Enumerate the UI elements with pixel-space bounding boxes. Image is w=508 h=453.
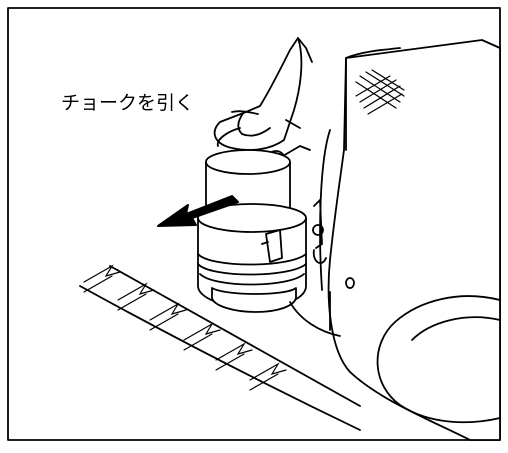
bolt-hole bbox=[345, 277, 355, 289]
hand bbox=[213, 37, 313, 151]
base-deck bbox=[79, 265, 361, 431]
choke-callout-label: チョークを引く bbox=[60, 92, 196, 114]
blade-teeth bbox=[83, 264, 287, 391]
pull-direction-arrow bbox=[157, 195, 239, 227]
callout-leader bbox=[231, 110, 259, 115]
vent-hatch bbox=[355, 69, 405, 115]
fuel-valve bbox=[312, 199, 327, 264]
engine-body bbox=[319, 39, 501, 441]
air-cleaner bbox=[197, 149, 307, 313]
